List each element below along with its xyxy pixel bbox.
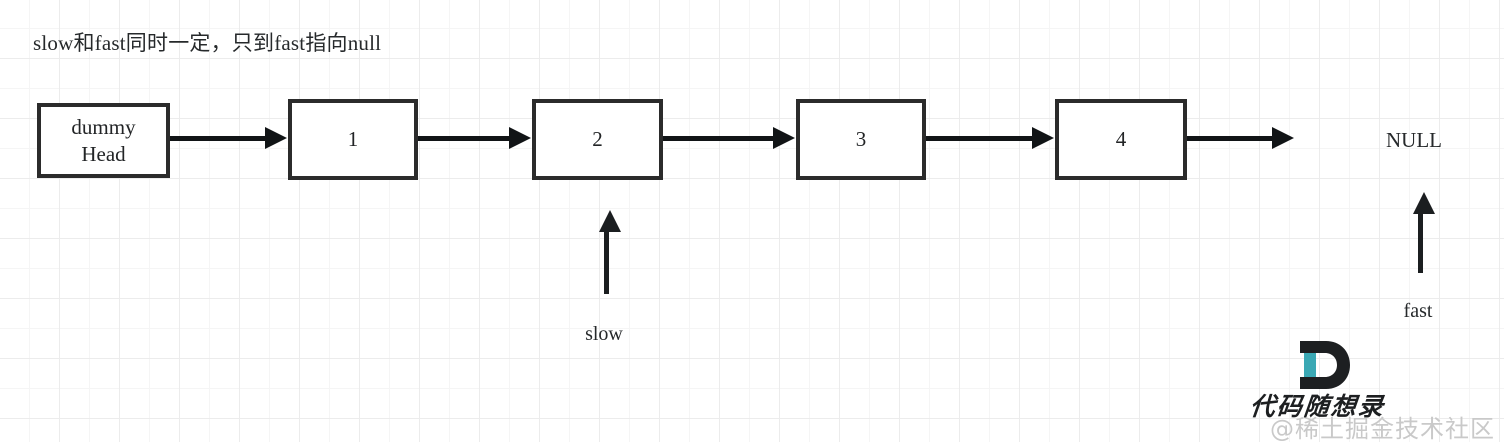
list-node-label: 2 [592, 127, 603, 152]
link-arrowhead-3-to-4 [1032, 127, 1054, 149]
list-node-label-line1: dummy [71, 114, 136, 139]
fast-pointer-arrowhead [1413, 192, 1435, 214]
link-arrow-1-to-2 [418, 136, 510, 141]
slow-pointer-shaft [604, 230, 609, 294]
list-node-label: 1 [347, 127, 359, 152]
link-arrowhead-2-to-3 [773, 127, 795, 149]
list-node-3: 3 [796, 99, 926, 180]
link-arrow-dummy-to-1 [170, 136, 267, 141]
list-node-label-line2: Head [81, 141, 126, 166]
list-node-4: 4 [1055, 99, 1187, 180]
fast-pointer-shaft [1418, 212, 1423, 273]
list-node-label: 3 [855, 127, 867, 152]
list-node-dummy-head: dummy Head [37, 103, 170, 178]
list-node-2: 2 [532, 99, 663, 180]
brand-logo-icon [1296, 341, 1350, 389]
link-arrowhead-1-to-2 [509, 127, 531, 149]
link-arrow-4-to-null [1187, 136, 1273, 141]
link-arrow-2-to-3 [663, 136, 774, 141]
slow-pointer-label: slow [585, 323, 623, 345]
letter-d-icon [1300, 341, 1350, 389]
slow-pointer-arrowhead [599, 210, 621, 232]
link-arrowhead-4-to-null [1272, 127, 1294, 149]
watermark-source-text: @稀土掘金技术社区 [1270, 415, 1495, 442]
link-arrowhead-dummy-to-1 [265, 127, 287, 149]
list-node-1: 1 [288, 99, 418, 180]
brand-logo-accent-bar [1304, 347, 1316, 381]
fast-pointer-label: fast [1403, 300, 1433, 322]
list-node-label: 4 [1115, 127, 1127, 152]
null-terminal-label: NULL [1386, 128, 1442, 152]
watermark: 代码随想录 @稀土掘金技术社区 [1248, 341, 1504, 442]
link-arrow-3-to-4 [926, 136, 1033, 141]
diagram-title: slow和fast同时一定，只到fast指向null [33, 31, 382, 55]
